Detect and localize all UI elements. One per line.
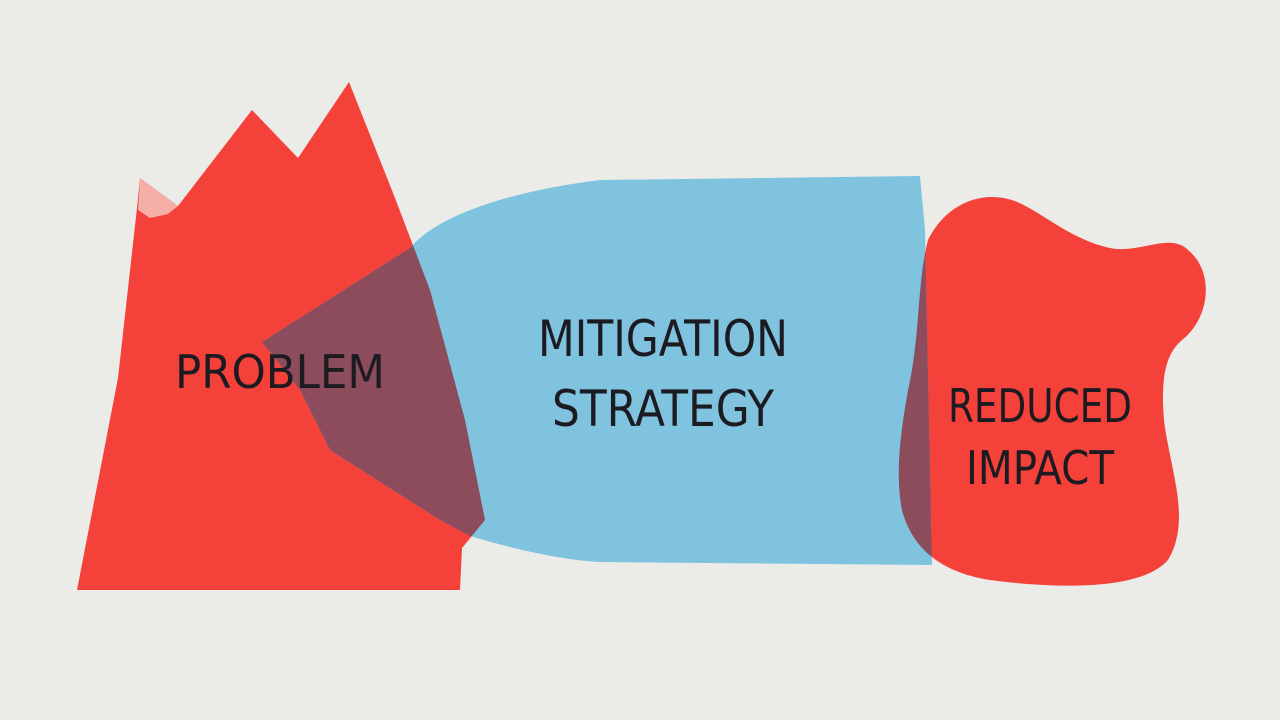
problem-label: PROBLEM	[175, 345, 385, 399]
problem-faded-tip	[138, 178, 178, 218]
reduced-impact-shape	[898, 196, 1206, 586]
reduced-impact-label-line1: REDUCED	[948, 379, 1132, 433]
mitigation-label-line2: STRATEGY	[552, 380, 775, 438]
mitigation-label-line1: MITIGATION	[538, 310, 788, 368]
reduced-impact-label-line2: IMPACT	[966, 441, 1115, 495]
